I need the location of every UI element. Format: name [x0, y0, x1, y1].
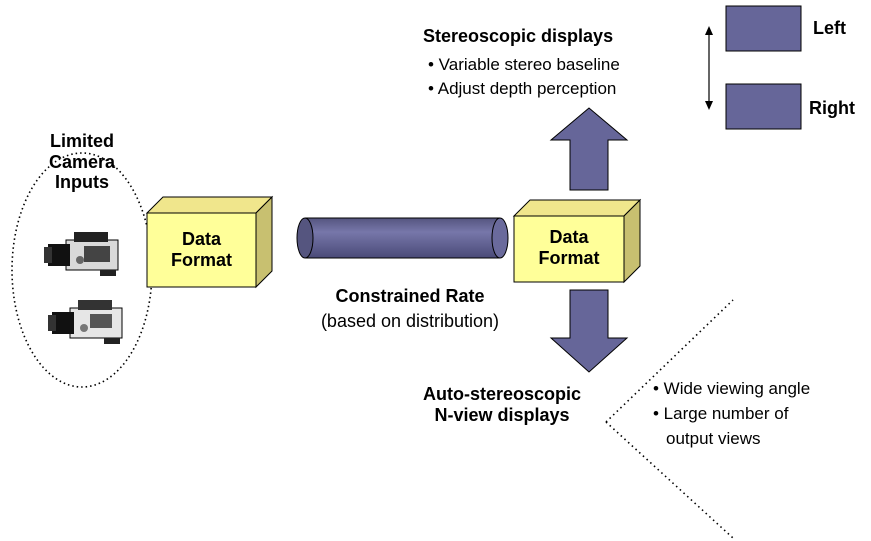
right-data-format-label: Data Format	[538, 227, 600, 268]
video-camera-icon	[44, 232, 119, 276]
stereo-title: Stereoscopic displays	[423, 26, 614, 46]
camera-group-title: Limited Camera Inputs	[48, 131, 116, 193]
channel-subtitle: (based on distribution)	[320, 311, 500, 331]
left-data-format-box	[145, 195, 274, 289]
baseline-double-arrow	[705, 26, 713, 110]
left-view-display	[725, 5, 802, 52]
autostereo-bullet: • Large number of	[653, 404, 789, 423]
autostereo-bullet: • Wide viewing angle	[653, 379, 811, 398]
left-view-label: Left	[813, 18, 846, 38]
autostereo-title: Auto-stereoscopic N-view displays	[422, 384, 582, 425]
autostereo-bullet-continued: output views	[666, 429, 761, 448]
left-data-format-label: Data Format	[170, 229, 232, 270]
constrained-rate-channel	[296, 217, 509, 259]
stereo-bullet: • Variable stereo baseline	[428, 55, 620, 74]
right-view-label: Right	[809, 98, 855, 118]
stereo-bullet: • Adjust depth perception	[428, 79, 617, 98]
viewing-angle-lines	[605, 299, 734, 539]
video-camera-icon	[48, 300, 123, 344]
up-arrow	[549, 107, 629, 191]
right-view-display	[725, 83, 802, 130]
channel-title: Constrained Rate	[335, 286, 485, 306]
down-arrow	[549, 289, 629, 373]
right-data-format-box	[512, 198, 642, 284]
